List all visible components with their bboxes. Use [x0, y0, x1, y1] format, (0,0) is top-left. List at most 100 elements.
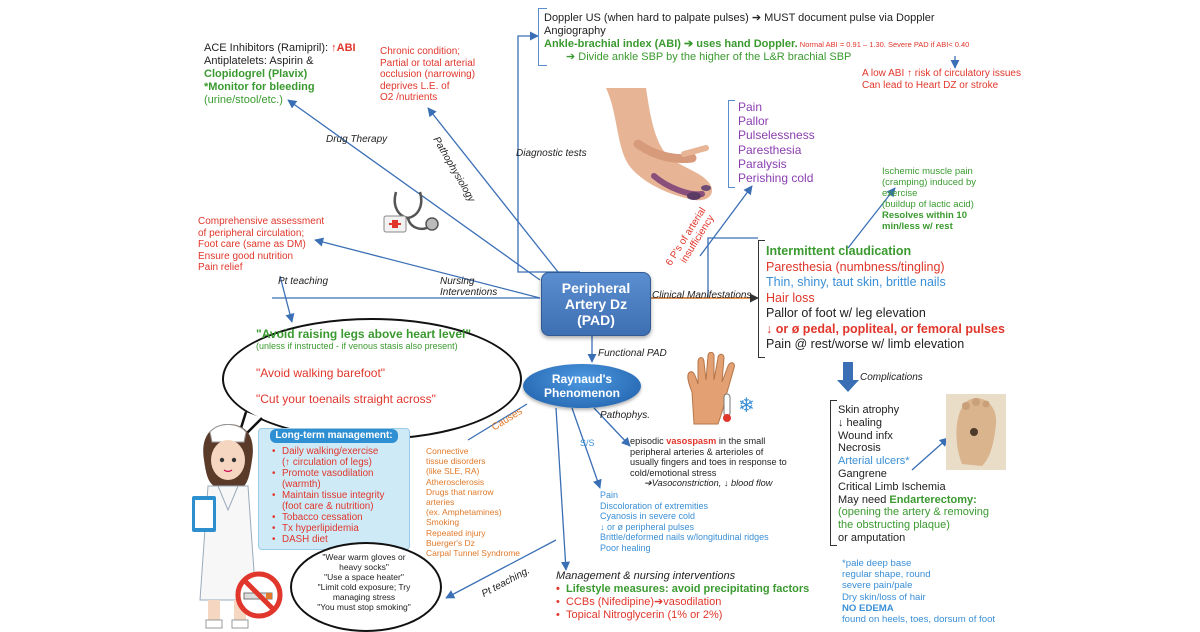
ss-item: Discoloration of extremities — [600, 500, 709, 511]
arrow-ulcer — [911, 437, 949, 471]
arrow-pathophys — [593, 407, 631, 447]
diag-abi-normal: Normal ABI = 0.91 – 1.30. Severe PAD if … — [797, 40, 970, 49]
small-bubble-text: "Wear warm gloves or heavy socks" "Use a… — [300, 552, 428, 612]
patho-line: O2 /nutrients — [380, 92, 438, 103]
comp-item: the obstructing plaque) — [838, 519, 950, 532]
cause-item: (like SLE, RA) — [426, 466, 480, 477]
ltm-title: Long-term management: — [270, 429, 398, 443]
nursing-line: Foot care (same as DM) — [198, 239, 306, 250]
ulcer-notes: *pale deep base regular shape, round sev… — [842, 558, 995, 625]
comp-item: Necrosis — [838, 442, 881, 455]
six-ps-item: Paralysis — [738, 156, 787, 171]
comp-item: (opening the artery & removing — [838, 506, 990, 519]
ltm-list: Daily walking/exercise(↑ circulation of … — [282, 446, 384, 545]
label-nursing: Nursing Interventions — [440, 276, 498, 298]
ltm-item: DASH diet — [282, 534, 384, 545]
diag-doppler: Doppler US (when hard to palpate pulses)… — [544, 12, 935, 24]
comp-item: ↓ healing — [838, 416, 883, 429]
bubble-quote3: "Cut your toenails straight across" — [256, 392, 436, 406]
ischemic-line: min/less w/ rest — [882, 221, 953, 232]
six-ps-bracket — [728, 100, 735, 188]
stethoscope-icon — [383, 191, 439, 233]
drug-ace: ACE Inhibitors (Ramipril): — [204, 42, 332, 54]
raynaud-pathophys: episodic vasospasm in the small peripher… — [630, 436, 787, 489]
label-pt-teaching: Pt teaching — [278, 276, 329, 287]
ss-item: Poor healing — [600, 542, 651, 553]
bubble2-line: "Use a space heater" — [324, 572, 404, 582]
label-diagnostic: Diagnostic tests — [516, 148, 587, 159]
six-ps-list: Pain Pallor Pulselessness Paresthesia Pa… — [738, 100, 815, 185]
label-drug-therapy: Drug Therapy — [326, 134, 388, 145]
causes-list: Connective tissue disorders (like SLE, R… — [426, 446, 520, 558]
clinical-claudication: Intermittent claudication — [766, 244, 912, 258]
arrow-mgmt — [555, 407, 571, 571]
arrow-ischemic — [847, 187, 896, 249]
label-complications: Complications — [860, 372, 923, 383]
drug-urine: (urine/stool/etc.) — [204, 94, 283, 106]
ss-item: ↓ or ø peripheral pulses — [600, 521, 695, 532]
comp-item: or amputation — [838, 531, 906, 544]
bubble-quote1-sub: (unless if instructed - if venous stasis… — [256, 341, 458, 351]
nursing-line: of peripheral circulation; — [198, 227, 305, 239]
clinical-skin: Thin, shiny, taut skin, brittle nails — [766, 275, 946, 289]
comp-item: Critical Limb Ischemia — [838, 480, 946, 493]
diag-abi: Ankle-brachial index (ABI) ➔ uses hand D… — [544, 38, 798, 50]
ulcer-line: severe pain/pale — [842, 580, 913, 592]
bubble2-line: "Limit cold exposure; Try — [317, 582, 411, 592]
ischemic-line: (cramping) induced by — [882, 177, 976, 188]
bubble-text: "Avoid raising legs above heart level" (… — [256, 327, 471, 406]
center-line: Artery Dz — [564, 296, 628, 312]
comp-item: Gangrene — [838, 467, 887, 480]
bubble2-line: heavy socks" — [339, 562, 389, 572]
arrow-pathophysiology — [427, 107, 559, 273]
ss-item: Brittle/deformed nails w/longitudinal ri… — [600, 532, 769, 543]
six-ps-item: Perishing cold — [738, 171, 814, 186]
ltm-item: Maintain tissue integrity(foot care & nu… — [282, 490, 384, 512]
complications-arrow — [837, 362, 859, 392]
nursing-line: Pain relief — [198, 262, 243, 273]
ltm-item: Promote vasodilation(warmth) — [282, 468, 384, 490]
center-node-pad: Peripheral Artery Dz (PAD) — [541, 272, 651, 336]
pathophys-line: usually fingers and toes in response to — [630, 457, 787, 468]
ltm-item: Daily walking/exercise(↑ circulation of … — [282, 446, 384, 468]
mgmt-item: • CCBs (Nifedipine)➔vasodilation — [556, 596, 722, 608]
comp-item: Skin atrophy — [838, 404, 900, 416]
small-speech-bubble — [290, 542, 442, 632]
hand-illustration: ❄ — [687, 352, 755, 425]
label-functional: Functional PAD — [598, 348, 667, 359]
cause-item: Smoking — [426, 517, 460, 528]
cause-item: Drugs that narrow — [426, 486, 494, 497]
nursing-line: Comprehensive assessment — [198, 216, 325, 227]
raynaud-line: Phenomenon — [543, 386, 620, 400]
diagnostic-block: Doppler US (when hard to palpate pulses)… — [544, 12, 969, 64]
ulcer-illustration — [946, 394, 1006, 470]
patho-line: deprives L.E. of — [380, 80, 450, 92]
ulcer-line: found on heels, toes, dorsum of foot — [842, 614, 996, 626]
drug-antiplatelets: Antiplatelets: Aspirin & — [204, 55, 314, 67]
ltm-item: Tx hyperlipidemia — [282, 523, 384, 534]
pathophys-line: peripheral arteries & arterioles of — [630, 446, 764, 457]
six-ps-item: Pain — [738, 100, 763, 114]
drug-monitor: *Monitor for bleeding — [204, 81, 315, 93]
label-clinical: Clinical Manifestations — [652, 290, 752, 301]
bubble-quote2: "Avoid walking barefoot" — [256, 366, 386, 380]
comp-item: Wound infx — [838, 429, 893, 442]
arrow-nursing — [314, 237, 541, 299]
label-pathophys: Pathophys. — [600, 410, 651, 421]
pathophys-line: cold/emotional stress — [630, 467, 717, 478]
arrow-pt-teaching-down — [279, 275, 295, 323]
arrow-pt-teaching2 — [445, 539, 557, 599]
center-line: Peripheral — [561, 280, 631, 296]
complications-bracket — [830, 400, 837, 546]
cause-item: Repeated injury — [426, 527, 486, 538]
comp-item: Arterial ulcers* — [838, 455, 910, 468]
foot-illustration — [606, 88, 713, 201]
clinical-bracket — [758, 240, 765, 358]
abi-risk-line: A low ABI ↑ risk of circulatory issues — [862, 68, 1021, 79]
ischemic-block: Ischemic muscle pain (cramping) induced … — [882, 166, 976, 232]
patho-block: Chronic condition; Partial or total arte… — [380, 46, 475, 104]
arrow-causes — [467, 403, 528, 441]
raynaud-node: Raynaud's Phenomenon — [523, 364, 641, 408]
drug-therapy-block: ACE Inhibitors (Ramipril): ↑ABI Antiplat… — [204, 42, 356, 107]
